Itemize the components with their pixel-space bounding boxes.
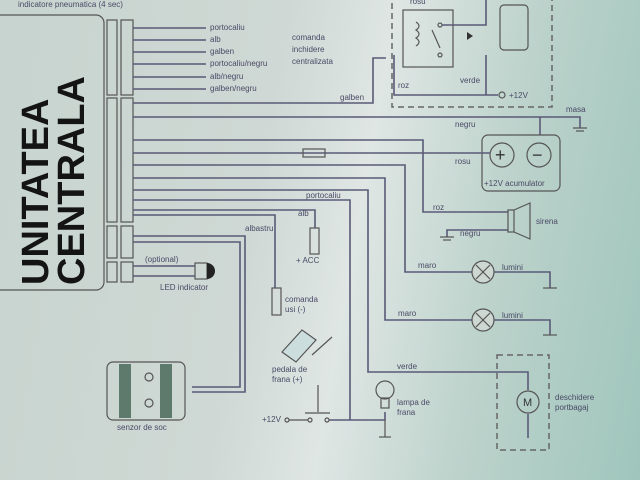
acc-fuse	[309, 227, 320, 255]
wire-label-roz: roz	[433, 203, 444, 212]
central-lock-label: inchidere	[292, 45, 325, 54]
central-unit: UNITATEA CENTRALA	[0, 14, 134, 291]
battery-label: +12V acumulator	[484, 179, 545, 188]
trunk-label: deschidere	[555, 393, 595, 402]
battery-plus: +	[495, 145, 506, 165]
light-label: lumini	[502, 263, 523, 272]
wire-label-portocaliu: portocaliu	[306, 191, 341, 200]
lamp-label: frana	[397, 408, 416, 417]
trunk-label: portbagaj	[555, 403, 589, 412]
wire-label: portocaliu	[210, 23, 245, 32]
wire-label: galben	[210, 47, 234, 56]
motor-icon	[516, 390, 540, 414]
unit-title-line1: UNITATEA	[15, 99, 57, 285]
wire-label-negru: negru	[460, 229, 480, 238]
battery: + − +12V acumulator	[481, 134, 561, 192]
shock-sensor	[106, 361, 186, 421]
door-connector	[271, 287, 282, 316]
header-note: indicatore pneumatica (4 sec)	[18, 0, 123, 9]
light-icon	[471, 308, 495, 332]
brake-supply-label: +12V	[262, 415, 282, 424]
connectors	[106, 19, 134, 283]
pedal-label: pedala de	[272, 365, 308, 374]
light-icon	[471, 260, 495, 284]
wire-label-roz: roz	[398, 81, 409, 90]
wire-label: portocaliu/negru	[210, 59, 267, 68]
wire-label: alb	[210, 35, 221, 44]
brake-lamp-icon	[375, 380, 395, 409]
led-note: (optional)	[145, 255, 179, 264]
wire-label: galben/negru	[210, 84, 257, 93]
unit-title-line2: CENTRALA	[51, 76, 93, 285]
central-lock-label: comanda	[292, 33, 325, 42]
wire-label-albastru: albastru	[245, 224, 273, 233]
wire-label-verde: verde	[397, 362, 418, 371]
wire-label-alb: alb	[298, 209, 309, 218]
led-label: LED indicator	[160, 283, 208, 292]
wire-label-maro: maro	[418, 261, 437, 270]
wire-label-galben: galben	[340, 93, 364, 102]
sensor-label: senzor de soc	[117, 423, 167, 432]
siren-label: sirena	[536, 217, 558, 226]
fuse-icon	[302, 148, 326, 158]
wire-label: alb/negru	[210, 72, 243, 81]
light-label: lumini	[502, 311, 523, 320]
siren-icon	[507, 202, 531, 240]
wire-label-negru: negru	[455, 120, 475, 129]
central-lock-label: centralizata	[292, 57, 333, 66]
acc-label: + ACC	[296, 256, 320, 265]
relay-block: roz verde +12V rosu	[391, 0, 553, 108]
battery-minus: −	[532, 145, 543, 165]
door-label: comanda	[285, 295, 318, 304]
ground-label: masa	[566, 105, 586, 114]
wire-label-maro: maro	[398, 309, 417, 318]
wire-label-rosu: rosu	[455, 157, 471, 166]
lamp-label: lampa de	[397, 398, 430, 407]
led-icon	[194, 262, 215, 280]
supply-label: +12V	[509, 91, 529, 100]
wire-label-rosu: rosu	[410, 0, 426, 6]
motor-label: M	[523, 397, 532, 409]
wire-label-verde: verde	[460, 76, 481, 85]
door-label: usi (-)	[285, 305, 306, 314]
pedal-label: frana (+)	[272, 375, 303, 384]
brake-pedal-icon	[281, 329, 333, 363]
